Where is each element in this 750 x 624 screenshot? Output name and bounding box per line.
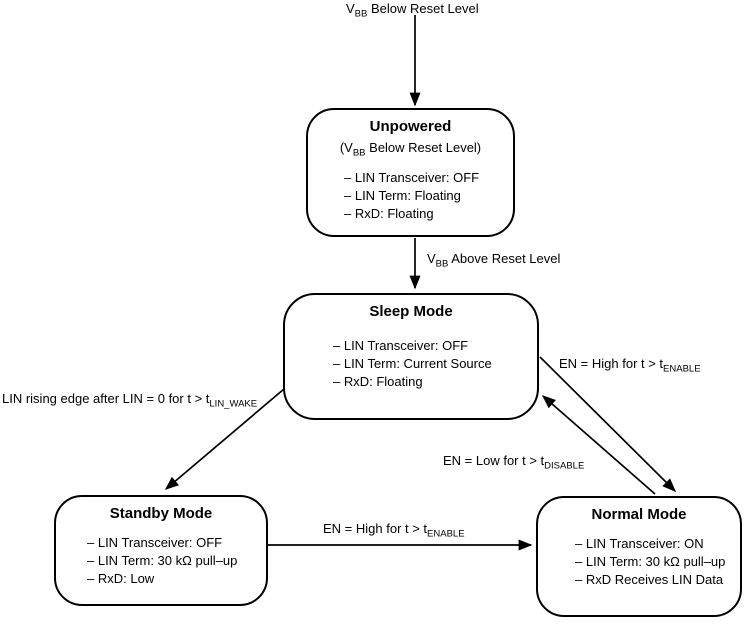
state-box-standby-mode: Standby Mode – LIN Transceiver: OFF – LI…	[54, 495, 268, 606]
state-bullet: – LIN Term: 30 kΩ pull–up	[575, 554, 726, 569]
state-bullet: – LIN Term: Floating	[344, 187, 461, 203]
state-subtitle-unpowered: (VBB Below Reset Level)	[308, 140, 513, 159]
label-pre: V	[427, 251, 436, 266]
state-box-unpowered: Unpowered (VBB Below Reset Level) – LIN …	[306, 108, 515, 237]
label-subscript: DISABLE	[544, 460, 585, 472]
state-title-normal-mode: Normal Mode	[591, 506, 687, 523]
state-bullet: – RxD Receives LIN Data	[575, 572, 724, 587]
label-subscript: BB	[354, 8, 368, 20]
state-box-normal-mode: Normal Mode – LIN Transceiver: ON – LIN …	[536, 496, 742, 617]
label-post: Above Reset Level	[448, 251, 561, 266]
state-bullets-standby-mode: – LIN Transceiver: OFF – LIN Term: 30 kΩ…	[56, 534, 266, 588]
state-bullet: – LIN Term: 30 kΩ pull–up	[87, 553, 238, 568]
subtitle-subscript: BB	[352, 147, 366, 159]
state-bullet: – LIN Transceiver: ON	[575, 536, 704, 551]
label-pre: EN = Low for t > t	[443, 453, 545, 468]
state-bullet: – RxD: Floating	[333, 374, 423, 389]
state-title-sleep-mode: Sleep Mode	[369, 303, 453, 320]
state-bullets-unpowered: – LIN Transceiver: OFF – LIN Term: Float…	[308, 169, 513, 223]
state-title-standby-mode: Standby Mode	[109, 505, 213, 522]
state-bullets-sleep-mode: – LIN Transceiver: OFF – LIN Term: Curre…	[285, 337, 537, 391]
transition-label-power-down: VBB Below Reset Level	[346, 1, 479, 20]
transition-label-normal-to-sleep: EN = Low for t > tDISABLE	[443, 453, 584, 472]
state-title-unpowered: Unpowered	[369, 118, 452, 135]
label-pre: EN = High for t > t	[323, 521, 428, 536]
state-bullet: – LIN Transceiver: OFF	[344, 169, 480, 185]
arrow-sleep-to-normal	[539, 356, 676, 492]
state-bullets-normal-mode: – LIN Transceiver: ON – LIN Term: 30 kΩ …	[538, 535, 740, 589]
label-subscript: LIN_WAKE	[209, 398, 258, 410]
arrow-normal-to-sleep	[541, 395, 656, 495]
label-subscript: BB	[435, 258, 449, 270]
subtitle-post: Below Reset Level)	[365, 140, 482, 155]
label-post: Below Reset Level	[367, 1, 479, 16]
state-box-sleep-mode: Sleep Mode – LIN Transceiver: OFF – LIN …	[283, 293, 539, 420]
label-subscript: ENABLE	[663, 363, 701, 375]
arrow-sleep-to-standby	[164, 388, 285, 490]
state-bullet: – RxD: Low	[87, 571, 155, 586]
transition-label-lin-wake: LIN rising edge after LIN = 0 for t > tL…	[2, 391, 257, 410]
label-pre: LIN rising edge after LIN = 0 for t > t	[2, 391, 210, 406]
state-bullet: – LIN Term: Current Source	[333, 356, 492, 371]
state-bullet: – LIN Transceiver: OFF	[333, 338, 469, 353]
subtitle-pre: (V	[339, 140, 353, 155]
transition-label-sleep-to-normal: EN = High for t > tENABLE	[559, 356, 701, 375]
transition-label-standby-to-normal: EN = High for t > tENABLE	[323, 521, 465, 540]
state-bullet: – LIN Transceiver: OFF	[87, 535, 223, 550]
label-subscript: ENABLE	[427, 528, 465, 540]
label-pre: V	[346, 1, 355, 16]
transition-label-power-up: VBB Above Reset Level	[427, 251, 560, 270]
state-bullet: – RxD: Floating	[344, 205, 434, 221]
label-pre: EN = High for t > t	[559, 356, 664, 371]
